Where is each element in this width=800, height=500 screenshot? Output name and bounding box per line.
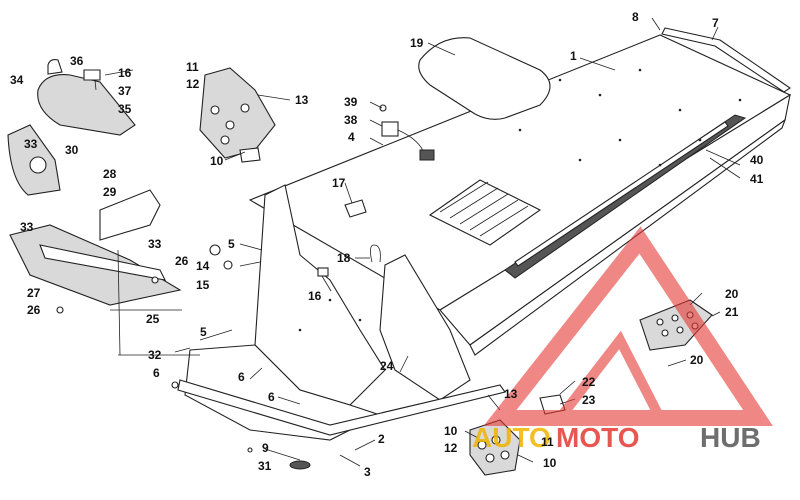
callout-37: 37 [118,84,132,98]
callout-34: 34 [10,73,24,87]
callout-6c: 6 [268,390,275,404]
callout-25: 25 [146,312,160,326]
callout-1: 1 [570,49,577,63]
callout-10b: 10 [444,424,458,438]
callout-23: 23 [582,393,596,407]
watermark-brand-part1: AUTO [472,422,551,453]
callout-30: 30 [65,143,79,157]
callout-11a: 11 [186,60,199,74]
callout-8: 8 [632,10,639,24]
watermark-logo [483,226,773,426]
callout-33b: 33 [20,220,34,234]
callout-15: 15 [196,278,210,292]
watermark-brand-part2: MOTO [556,422,639,453]
callout-9: 9 [262,441,269,455]
callout-22: 22 [582,375,596,389]
leader-lines [94,17,741,467]
callout-33c: 33 [148,237,162,251]
callout-31: 31 [258,459,272,473]
callout-labels: 1 2 3 4 5 5 6 6 6 7 8 9 10 10 10 11 11 1… [10,10,764,479]
harness-group [379,104,435,161]
callout-21: 21 [725,305,739,319]
upper-bracket [199,67,276,163]
left-console-group [7,59,233,314]
callout-24: 24 [380,359,394,373]
callout-10a: 10 [210,154,224,168]
callout-10c: 10 [543,456,557,470]
callout-17: 17 [332,176,346,190]
callout-5b: 5 [200,325,207,339]
callout-20a: 20 [725,287,739,301]
tunnel-pad [418,37,551,120]
callout-11b: 11 [541,435,554,449]
callout-2: 2 [378,432,385,446]
callout-13a: 13 [295,93,309,107]
callout-13b: 13 [504,387,518,401]
watermark-brand-part3: HUB [700,422,761,453]
callout-12b: 12 [444,441,458,455]
callout-7: 7 [712,16,719,30]
callout-16a: 16 [118,66,132,80]
callout-36: 36 [70,54,84,68]
callout-26a: 26 [175,254,189,268]
lower-bracket [469,394,566,476]
callout-6b: 6 [238,370,245,384]
callout-18: 18 [337,251,351,265]
callout-29: 29 [103,185,117,199]
callout-16b: 16 [308,289,322,303]
callout-3: 3 [364,465,371,479]
callout-26b: 26 [27,303,41,317]
callout-14: 14 [196,259,210,273]
callout-41: 41 [750,172,764,186]
callout-39: 39 [344,95,358,109]
callout-20b: 20 [690,353,704,367]
callout-4: 4 [348,130,355,144]
hardware-group [171,199,381,470]
callout-6a: 6 [153,366,160,380]
callout-27: 27 [27,286,41,300]
callout-33a: 33 [24,137,38,151]
chassis-tunnel [177,27,792,441]
callout-12a: 12 [186,77,200,91]
callout-5a: 5 [228,237,235,251]
callout-32: 32 [148,348,162,362]
callout-35: 35 [118,102,132,116]
callout-38: 38 [344,113,358,127]
callout-19: 19 [410,36,424,50]
callout-28: 28 [103,167,117,181]
callout-40: 40 [750,153,764,167]
